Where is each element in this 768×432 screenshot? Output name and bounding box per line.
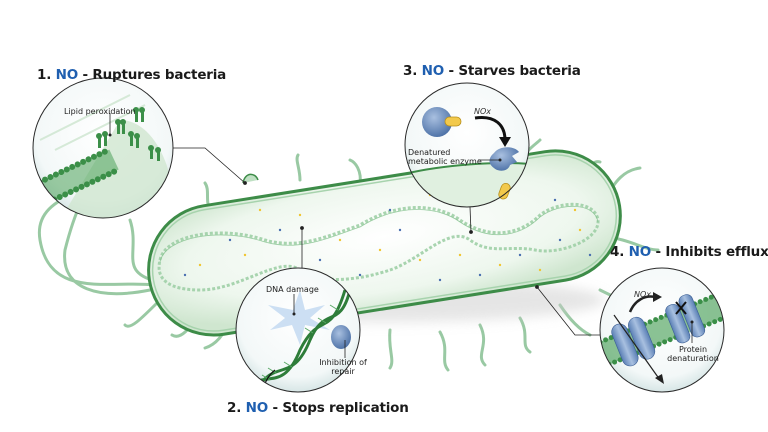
agent-label: NO — [245, 400, 269, 416]
block-x-icon — [675, 301, 687, 315]
action-label: - Stops replication — [272, 400, 409, 416]
arrow-icon — [653, 292, 662, 302]
label-line: denaturation — [667, 354, 719, 363]
agent-label: NO — [421, 63, 445, 79]
label-protein-denaturation: Protein denaturation — [663, 345, 723, 363]
leader-lines — [173, 147, 600, 336]
action-label: - Ruptures bacteria — [82, 67, 227, 83]
repair-enzyme-icon — [331, 325, 351, 349]
panel-4-title: 4. NO - Inhibits efflux — [610, 244, 768, 260]
enzyme-icon — [422, 107, 452, 137]
arrow-icon — [499, 137, 511, 147]
label-lipid-peroxidation: Lipid peroxidation — [64, 107, 136, 116]
panel-2-title: 2. NO - Stops replication — [227, 400, 409, 416]
label-line: Inhibition of — [319, 358, 367, 367]
panel-3-title: 3. NO - Starves bacteria — [403, 63, 581, 79]
action-label: - Starves bacteria — [448, 63, 581, 79]
agent-label: NO — [628, 244, 652, 260]
efflux-pump-icon — [611, 323, 639, 367]
label-line: repair — [331, 367, 355, 376]
label-line: metabolic enzyme — [408, 157, 482, 166]
cytoplasm-dots — [183, 193, 592, 282]
label-nox: NOx — [634, 290, 652, 299]
panel-number: 4. — [610, 244, 625, 260]
label-line: Protein — [678, 345, 708, 354]
lens-4-efflux-pump — [599, 267, 725, 393]
label-denatured-enzyme: Denatured metabolic enzyme — [408, 148, 482, 166]
denatured-enzyme-icon — [489, 147, 519, 171]
denatured-pump-icon — [665, 303, 691, 344]
label-inhibition-of-repair: Inhibition of repair — [307, 358, 379, 376]
panel-number: 1. — [37, 67, 52, 83]
panel-number: 2. — [227, 400, 242, 416]
label-line: Denatured — [408, 148, 451, 157]
lens-2-dna-damage — [235, 267, 361, 393]
lens-1-lipid-peroxidation — [32, 77, 174, 219]
substrate-icon — [444, 116, 462, 127]
action-label: - Inhibits efflux — [655, 244, 768, 260]
membrane-rupture — [242, 173, 259, 184]
label-dna-damage: DNA damage — [266, 285, 319, 294]
panel-number: 3. — [403, 63, 418, 79]
agent-label: NO — [55, 67, 79, 83]
label-nox: NOx — [474, 107, 492, 116]
panel-1-title: 1. NO - Ruptures bacteria — [37, 67, 226, 83]
efflux-arrow-icon — [655, 374, 664, 384]
chromosome — [157, 202, 600, 292]
damage-burst-icon — [268, 290, 330, 345]
